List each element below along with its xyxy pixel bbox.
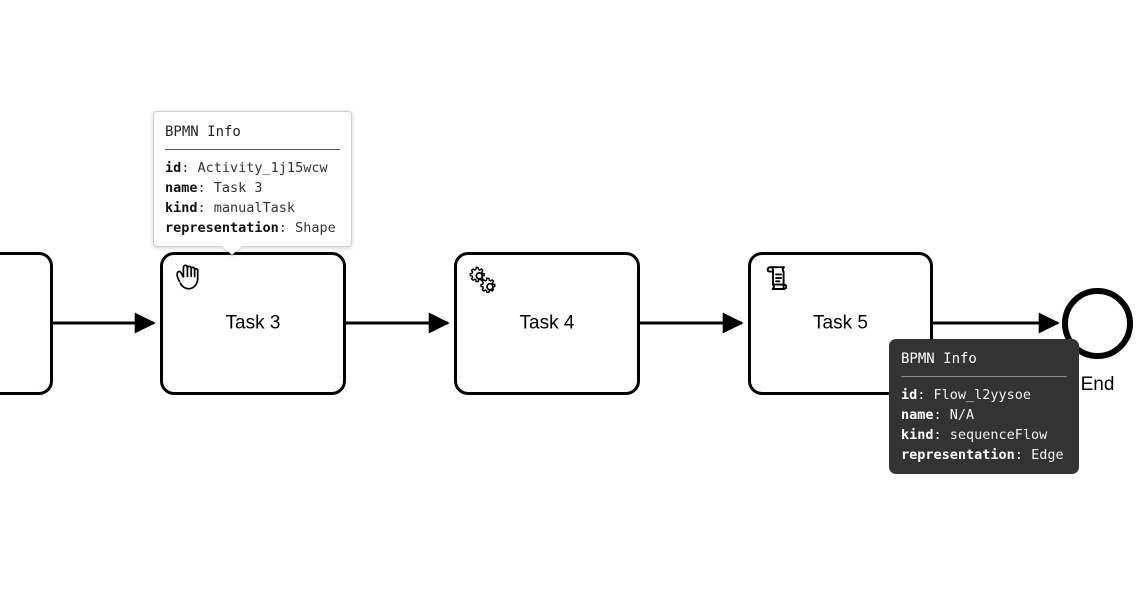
task-shape-task-4[interactable]: Task 4: [454, 252, 640, 395]
task-shape-task-3[interactable]: Task 3: [160, 252, 346, 395]
tooltip-key-name: name: [165, 180, 198, 196]
task-label-task-3: Task 3: [225, 312, 281, 334]
tooltip-value-id-edge: Flow_l2yysoe: [933, 387, 1032, 403]
end-event-label: End: [1080, 374, 1115, 395]
tooltip-row-representation-edge: representation: Edge: [901, 445, 1067, 465]
tooltip-value-id: Activity_1j15wcw: [197, 160, 328, 176]
tooltip-sep-id: :: [181, 160, 198, 176]
tooltip-value-name-edge: N/A: [949, 407, 975, 423]
tooltip-row-id-edge: id: Flow_l2yysoe: [901, 385, 1067, 405]
task-label-task-5: Task 5: [813, 312, 868, 334]
tooltip-sep-name-edge: :: [933, 407, 950, 423]
gears-icon: [468, 264, 502, 298]
tooltip-sep-representation-edge: :: [1014, 447, 1032, 463]
tooltip-value-kind-edge: sequenceFlow: [949, 427, 1048, 443]
tooltip-divider-edge: [901, 376, 1067, 377]
tooltip-sep-representation: :: [278, 220, 296, 236]
tooltip-title-shape: BPMN Info: [165, 124, 241, 140]
tooltip-key-representation-edge: representation: [901, 447, 1015, 463]
tooltip-sep-kind: :: [197, 200, 214, 216]
tooltip-row-name-edge: name: N/A: [901, 405, 1067, 425]
tooltip-pointer-shape: [222, 246, 242, 255]
task-shape-partial-left[interactable]: [0, 252, 53, 395]
tooltip-sep-name: :: [197, 180, 214, 196]
bpmn-info-tooltip-edge: BPMN Info id: Flow_l2yysoe name: N/A kin…: [889, 339, 1079, 474]
tooltip-value-name: Task 3: [213, 180, 263, 196]
tooltip-sep-kind-edge: :: [933, 427, 950, 443]
tooltip-key-representation: representation: [165, 220, 279, 236]
task-label-task-4: Task 4: [519, 312, 575, 334]
tooltip-divider-shape: [165, 149, 340, 150]
bpmn-info-tooltip-shape: BPMN Info id: Activity_1j15wcw name: Tas…: [153, 111, 352, 255]
tooltip-sep-id-edge: :: [917, 387, 934, 403]
tooltip-value-representation-edge: Edge: [1031, 447, 1064, 463]
tooltip-value-representation: Shape: [295, 220, 336, 236]
tooltip-row-representation: representation: Shape: [165, 218, 340, 238]
tooltip-row-name: name: Task 3: [165, 178, 340, 198]
tooltip-row-id: id: Activity_1j15wcw: [165, 158, 340, 178]
tooltip-row-kind: kind: manualTask: [165, 198, 340, 218]
tooltip-key-kind-edge: kind: [901, 427, 934, 443]
tooltip-key-id: id: [165, 160, 182, 176]
tooltip-value-kind: manualTask: [213, 200, 296, 216]
tooltip-key-id-edge: id: [901, 387, 918, 403]
tooltip-title-edge: BPMN Info: [901, 351, 977, 367]
script-scroll-icon: [761, 262, 795, 296]
tooltip-row-kind-edge: kind: sequenceFlow: [901, 425, 1067, 445]
tooltip-key-kind: kind: [165, 200, 198, 216]
tooltip-key-name-edge: name: [901, 407, 934, 423]
hand-icon: [171, 261, 205, 295]
